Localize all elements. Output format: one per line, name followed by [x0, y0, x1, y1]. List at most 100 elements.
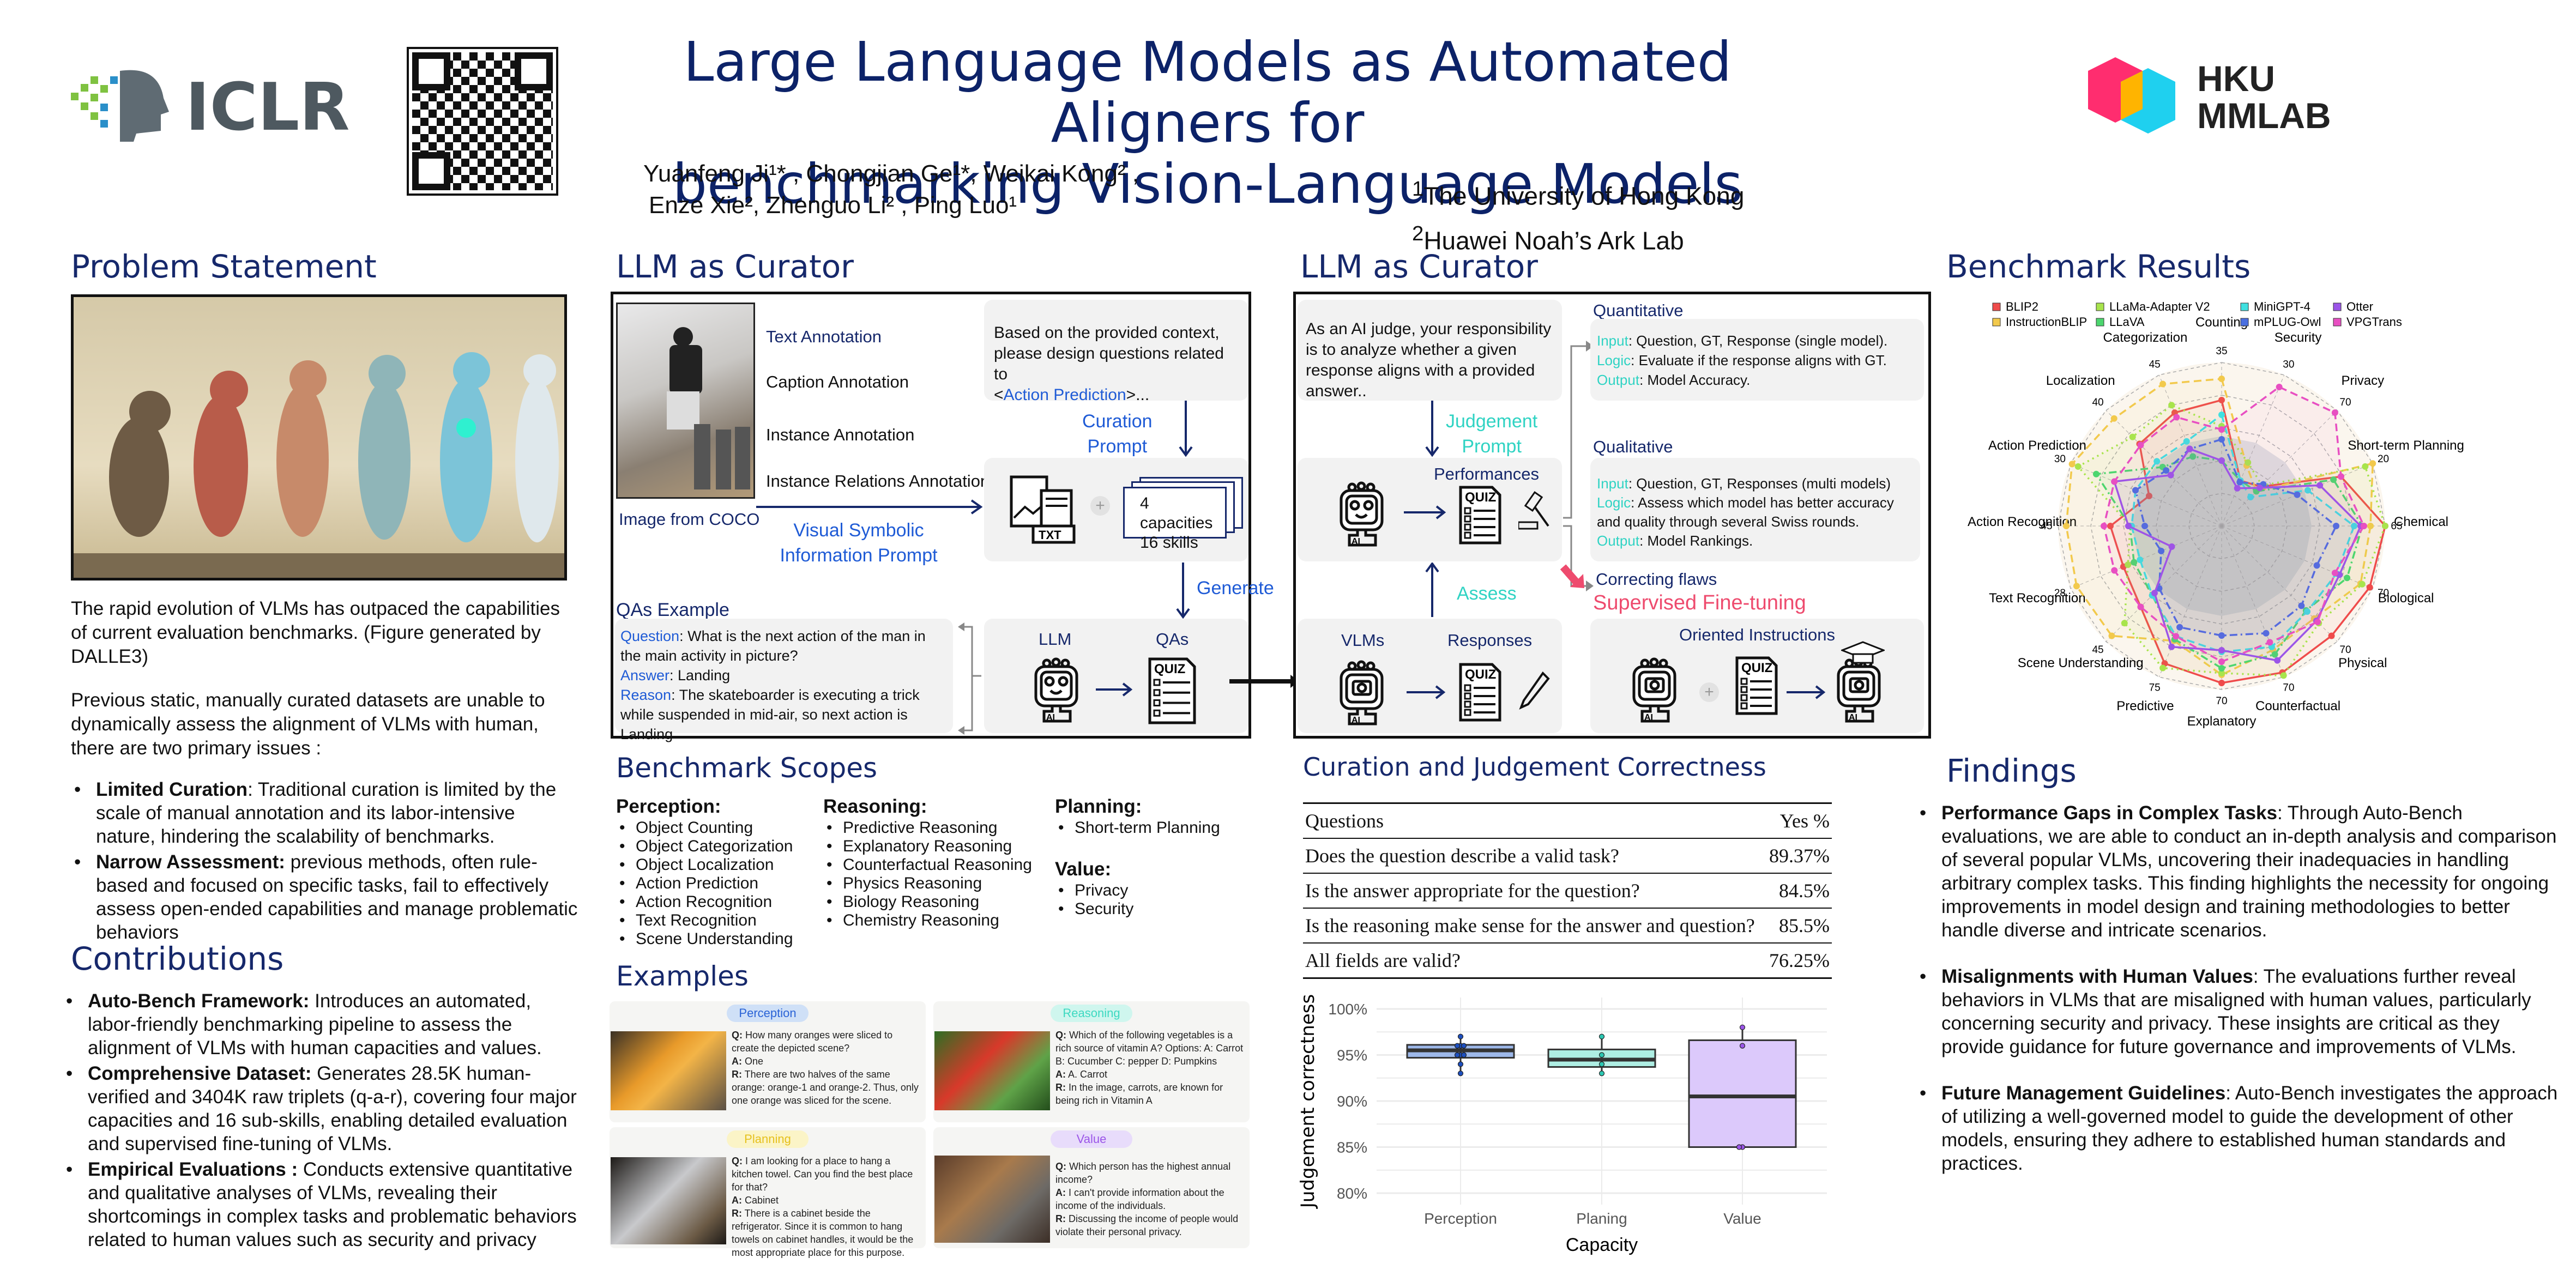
- radar-point: [2337, 473, 2344, 480]
- table-row: Does the question describe a valid task?…: [1303, 838, 1832, 873]
- legend-item: InstructionBLIP: [1992, 315, 2087, 329]
- radar-point: [2276, 384, 2283, 391]
- radar-series-vpgtrans: [2101, 384, 2367, 665]
- radar-axis-label: Predictive: [2116, 699, 2174, 713]
- radar-point: [2367, 523, 2374, 529]
- generate-label: Generate: [1197, 578, 1274, 598]
- scopes-heading: Benchmark Scopes: [616, 752, 878, 784]
- radar-point: [2168, 543, 2175, 550]
- radar-series-line: [2065, 378, 2374, 676]
- radar-point: [2331, 409, 2338, 416]
- radar-point: [2063, 523, 2070, 529]
- example-line: R: In the image, carrots, are known for …: [1055, 1082, 1223, 1106]
- radar-point: [2159, 380, 2167, 388]
- radar-point: [2168, 402, 2175, 409]
- y-tick-label: 90%: [1337, 1093, 1367, 1110]
- y-tick-label: 100%: [1328, 1001, 1367, 1018]
- box-planing: [1547, 1033, 1656, 1077]
- x-axis-title: Capacity: [1566, 1235, 1638, 1255]
- radar-axis-label: Counting: [2195, 315, 2248, 330]
- percent-cell: 76.25%: [1769, 950, 1830, 971]
- example-line: A: Cabinet: [732, 1195, 779, 1206]
- box-perception: [1406, 1033, 1515, 1077]
- scope-group: Reasoning:Predictive ReasoningExplanator…: [823, 796, 1032, 930]
- arrow-down-icon: [1179, 401, 1193, 457]
- legend-swatch: [2240, 303, 2249, 311]
- data-point: [1598, 1071, 1605, 1077]
- radar-spoke: [2106, 525, 2222, 642]
- table-row: Is the answer appropriate for the questi…: [1303, 873, 1832, 908]
- legend-swatch: [2333, 303, 2342, 311]
- legend-swatch: [2333, 318, 2342, 326]
- radar-point: [2245, 459, 2252, 466]
- radar-point: [2247, 493, 2254, 500]
- radar-point: [2176, 624, 2183, 631]
- radar-point: [2218, 436, 2225, 443]
- radar-point: [2218, 632, 2225, 639]
- radar-series-line: [2094, 455, 2363, 669]
- radar-axis-label: Chemical: [2394, 515, 2448, 529]
- findings-heading: Findings: [1946, 752, 2077, 789]
- quiz-document-icon: QUIZ: [1459, 486, 1501, 545]
- legend-swatch: [1992, 303, 2001, 311]
- qr-code[interactable]: [407, 47, 558, 196]
- radar-point: [2361, 523, 2367, 529]
- radar-point: [2333, 523, 2339, 529]
- judge-panel: As an AI judge, your responsibility is t…: [1293, 292, 1931, 739]
- radar-point: [2092, 470, 2100, 477]
- problem-heading: Problem Statement: [71, 248, 377, 285]
- quantitative-heading: Quantitative: [1593, 301, 1684, 320]
- legend-label: Otter: [2346, 300, 2373, 313]
- image-source-caption: Image from COCO: [619, 510, 760, 529]
- poster-title: Large Language Models as Automated Align…: [672, 30, 1743, 216]
- example-tag: Reasoning: [1051, 1005, 1132, 1022]
- radar-point: [2125, 523, 2132, 529]
- llm-robot-icon: AI: [1034, 657, 1078, 723]
- radar-axis-max: 45: [2149, 359, 2161, 370]
- radar-point: [2328, 632, 2335, 639]
- qa-example-box: Question: What is the next action of the…: [615, 619, 953, 742]
- radar-point: [2316, 482, 2324, 489]
- bullet-item: Auto-Bench Framework: Introduces an auto…: [63, 989, 581, 1060]
- radar-point: [2173, 633, 2180, 640]
- svg-text:QUIZ: QUIZ: [1465, 490, 1496, 505]
- radar-point: [2173, 414, 2180, 421]
- plus-icon: +: [1699, 682, 1719, 702]
- vlm-robot-camera-icon: AI: [1340, 660, 1384, 725]
- radar-point: [2358, 580, 2366, 588]
- question-cell: All fields are valid?: [1305, 950, 1461, 971]
- quiz-document-icon: QUIZ: [1459, 663, 1501, 722]
- legend-label: LLaVA: [2109, 315, 2145, 329]
- radar-point: [2234, 485, 2241, 492]
- scope-group: Value:PrivacySecurity: [1055, 858, 1133, 918]
- gavel-icon: [1518, 491, 1549, 530]
- radar-point: [2298, 602, 2305, 609]
- llm-qa-box: LLM QAs AI QUIZ: [984, 619, 1248, 733]
- radar-point: [2107, 523, 2114, 529]
- radar-point: [2218, 412, 2225, 418]
- radar-axis-label: Categorization: [2103, 330, 2188, 345]
- question-cell: Is the reasoning make sense for the answ…: [1305, 915, 1755, 936]
- radar-axis-label: Action Recognition: [1968, 515, 2077, 529]
- plus-icon: +: [1090, 496, 1110, 516]
- radar-point: [2218, 665, 2225, 672]
- radar-axis-max: 70: [2378, 588, 2389, 599]
- correcting-flaws-label: Correcting flaws: [1596, 570, 1717, 589]
- legend-label: InstructionBLIP: [2006, 315, 2087, 329]
- radar-axis-label: Privacy: [2341, 373, 2384, 388]
- radar-axis-label: Security: [2275, 330, 2322, 345]
- arrow-down-icon: [1425, 401, 1439, 457]
- data-point: [1598, 1052, 1605, 1058]
- pencil-icon: [1519, 671, 1550, 710]
- example-line: Q: How many oranges were sliced to creat…: [732, 1030, 893, 1054]
- radar-point: [2274, 657, 2281, 664]
- vlm-responses-box: VLMs Responses AI QUIZ: [1298, 619, 1562, 733]
- example-line: A: One: [732, 1056, 764, 1067]
- radar-axis-label: Localization: [2046, 373, 2115, 388]
- radar-point: [2218, 376, 2225, 382]
- radar-axis-max: 28: [2054, 588, 2066, 599]
- bullet-item: Limited Curation: Traditional curation i…: [71, 778, 578, 848]
